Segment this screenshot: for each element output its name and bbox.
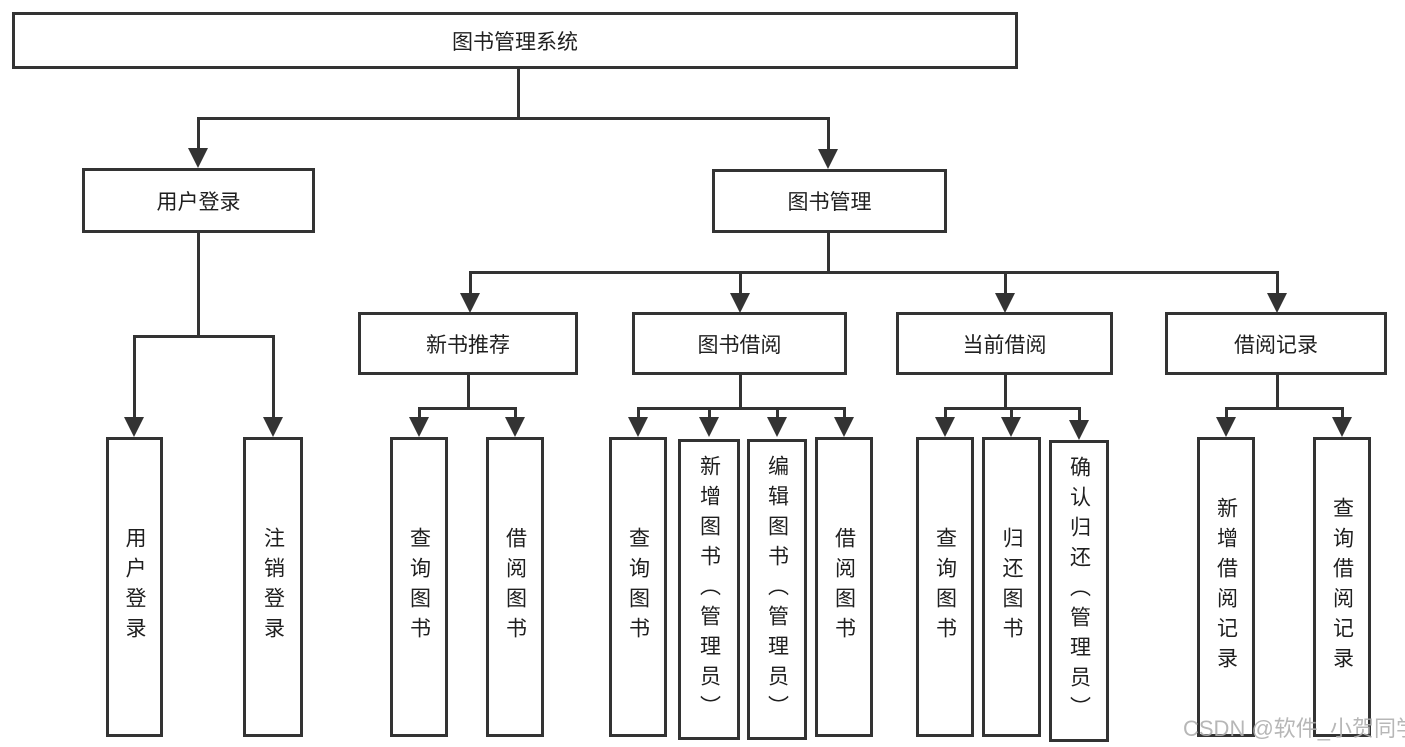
leaf-return-books: 归还图书 [982,437,1041,737]
leaf-borrow-books-1: 借阅图书 [486,437,544,737]
node-book-borrowing: 图书借阅 [632,312,847,375]
connector-line [708,407,711,421]
node-library-management-system: 图书管理系统 [12,12,1018,69]
leaf-borrow-books-2: 借阅图书 [815,437,873,737]
connector-line [469,271,472,295]
connector-line [1225,407,1343,410]
watermark: CSDN @软件_小贺同学 [1183,716,1405,741]
connector-line [197,117,200,150]
connector-line [944,407,947,421]
connector-line [1276,375,1279,410]
leaf-add-book-admin: 新增图书（管理员） [678,439,740,740]
arrowhead-icon [935,417,955,437]
arrowhead-icon [767,417,787,437]
node-book-management: 图书管理 [712,169,947,233]
connector-line [197,117,830,120]
node-user-login: 用户登录 [82,168,315,233]
arrowhead-icon [460,293,480,313]
arrowhead-icon [1267,293,1287,313]
arrowhead-icon [188,148,208,168]
leaf-confirm-return-admin: 确认归还（管理员） [1049,440,1109,742]
arrowhead-icon [730,293,750,313]
connector-line [418,407,517,410]
connector-line [827,117,830,151]
arrowhead-icon [1069,420,1089,440]
connector-line [133,335,136,419]
leaf-query-borrow-record: 查询借阅记录 [1313,437,1371,737]
leaf-user-login: 用户登录 [106,437,163,737]
leaf-query-books-2: 查询图书 [609,437,667,737]
arrowhead-icon [1216,417,1236,437]
arrowhead-icon [124,417,144,437]
connector-line [637,407,845,410]
connector-line [827,233,830,274]
node-borrowing-records: 借阅记录 [1165,312,1387,375]
connector-line [843,407,846,421]
arrowhead-icon [1001,417,1021,437]
leaf-edit-book-admin: 编辑图书（管理员） [747,439,807,740]
leaf-query-books-3: 查询图书 [916,437,974,737]
connector-line [739,271,742,295]
connector-line [467,375,470,410]
connector-line [514,407,517,421]
arrowhead-icon [505,417,525,437]
leaf-add-borrow-record: 新增借阅记录 [1197,437,1255,737]
connector-line [1276,271,1279,295]
connector-line [418,407,421,421]
leaf-query-books-1: 查询图书 [390,437,448,737]
connector-line [637,407,640,421]
node-new-book-recommend: 新书推荐 [358,312,578,375]
leaf-logout-login: 注销登录 [243,437,303,737]
connector-line [469,271,1279,274]
connector-line [1004,375,1007,410]
connector-line [133,335,275,338]
arrowhead-icon [1332,417,1352,437]
arrowhead-icon [263,417,283,437]
connector-line [739,375,742,410]
connector-line [1010,407,1013,421]
connector-line [1341,407,1344,421]
arrowhead-icon [818,149,838,169]
connector-line [517,68,520,120]
connector-line [197,233,200,337]
arrowhead-icon [409,417,429,437]
connector-line [1004,271,1007,295]
arrowhead-icon [699,417,719,437]
arrowhead-icon [995,293,1015,313]
node-current-borrowing: 当前借阅 [896,312,1113,375]
connector-line [272,335,275,419]
connector-line [1225,407,1228,421]
connector-line [776,407,779,421]
connector-line [1078,407,1081,421]
arrowhead-icon [628,417,648,437]
arrowhead-icon [834,417,854,437]
